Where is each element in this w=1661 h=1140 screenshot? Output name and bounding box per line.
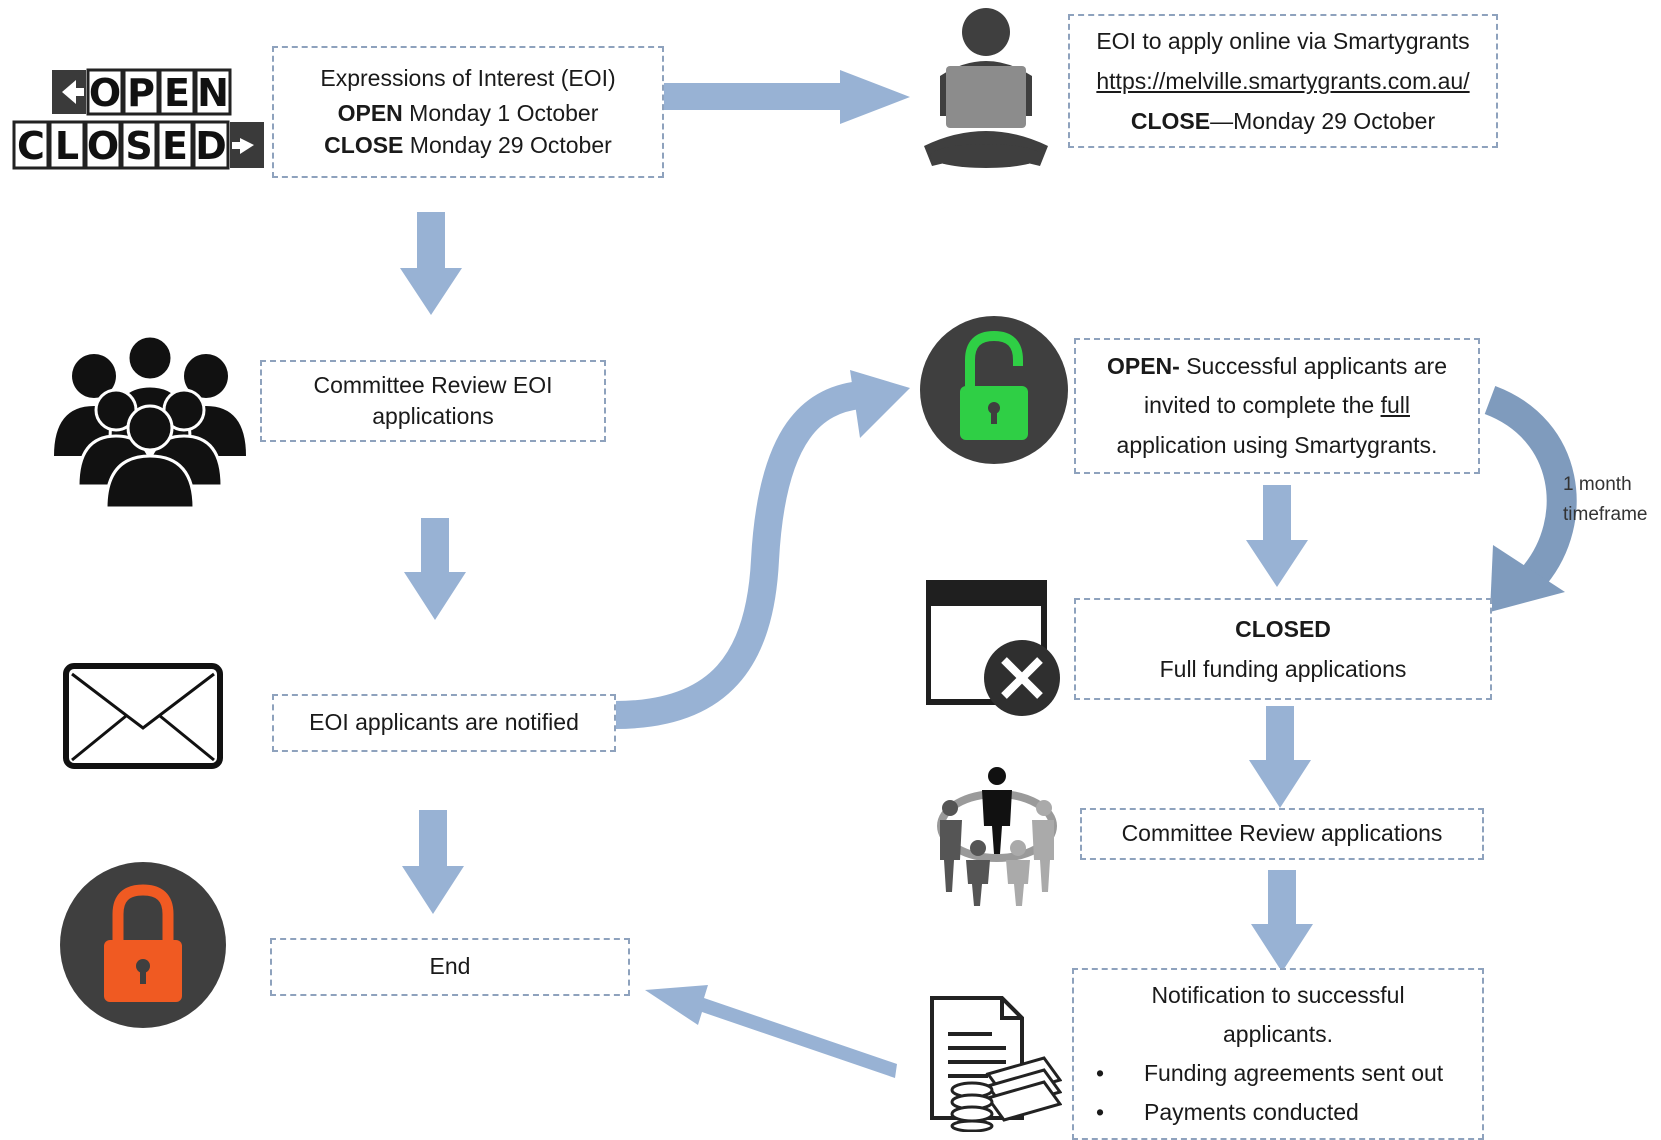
arrow-notified-to-open-head	[850, 370, 910, 438]
arrow-notified-to-open-curve	[614, 381, 862, 729]
open-full-text-b: application using Smartygrants.	[1116, 431, 1438, 458]
open-full-box: OPEN- Successful applicants are invited …	[1074, 338, 1480, 474]
timeframe-curve-arrow	[1484, 385, 1577, 585]
closed-text: Full funding applications	[1159, 656, 1407, 682]
svg-text:L: L	[55, 124, 79, 168]
smartygrants-link[interactable]: https://melville.smartygrants.com.au/	[1096, 67, 1470, 94]
timeframe-line2: timeframe	[1563, 504, 1648, 526]
end-box: End	[270, 938, 630, 996]
arrow-closed-to-committee	[1249, 706, 1311, 808]
svg-text:N: N	[197, 71, 229, 115]
timeframe-curve-head	[1490, 545, 1565, 612]
svg-text:E: E	[162, 124, 188, 168]
closed-box: CLOSED Full funding applications	[1074, 598, 1492, 700]
svg-text:P: P	[127, 71, 155, 115]
eoi-open-line: OPEN Monday 1 October	[338, 98, 599, 129]
notification-box: Notification to successful applicants. F…	[1072, 968, 1484, 1140]
online-close-line: CLOSE—Monday 29 October	[1131, 101, 1435, 141]
arrow-open-to-closed	[1246, 485, 1308, 587]
svg-text:D: D	[195, 124, 227, 168]
documents-money-icon	[930, 996, 1062, 1132]
eoi-title: Expressions of Interest (EOI)	[320, 65, 616, 92]
unlocked-padlock-icon	[920, 316, 1068, 464]
eoi-box: Expressions of Interest (EOI) OPEN Monda…	[272, 46, 664, 178]
committee-review-text: Committee Review applications	[1121, 820, 1443, 847]
laptop-user-icon	[924, 8, 1048, 168]
open-full-text-full: full	[1380, 392, 1410, 419]
locked-padlock-icon	[60, 862, 226, 1028]
group-people-icon	[54, 336, 246, 508]
svg-text:O: O	[89, 71, 121, 115]
arrow-eoi-to-committee	[400, 212, 462, 315]
notification-text: Notification to successful applicants.	[1151, 982, 1405, 1048]
end-text: End	[429, 953, 471, 980]
svg-text:E: E	[164, 71, 190, 115]
open-closed-sign-icon: O P E N C L O S E D	[12, 68, 264, 170]
timeframe-line1: 1 month	[1563, 474, 1632, 495]
online-box: EOI to apply online via Smartygrants htt…	[1068, 14, 1498, 148]
online-close-text: —Monday 29 October	[1210, 108, 1436, 135]
open-full-text-a: Successful applicants are invited to com…	[1144, 353, 1448, 419]
eoi-close-line: CLOSE Monday 29 October	[324, 130, 612, 161]
closed-window-icon	[926, 580, 1060, 716]
notification-bullets: Funding agreements sent out Payments con…	[1084, 1054, 1472, 1132]
notified-text: EOI applicants are notified	[309, 709, 579, 736]
arrow-notification-to-end	[645, 985, 897, 1078]
open-full-label: OPEN-	[1106, 353, 1180, 380]
eoi-close-label: CLOSE	[324, 131, 404, 158]
closed-title: CLOSED	[1235, 615, 1331, 642]
svg-text:S: S	[125, 124, 152, 168]
committee-eoi-box: Committee Review EOI applications	[260, 360, 606, 442]
timeframe-label: 1 month timeframe	[1563, 470, 1647, 531]
eoi-open-date: Monday 1 October	[409, 100, 599, 127]
eoi-close-date: Monday 29 October	[409, 131, 612, 158]
bullet-payments: Payments conducted	[1084, 1093, 1472, 1132]
notified-box: EOI applicants are notified	[272, 694, 616, 752]
svg-text:C: C	[17, 124, 45, 168]
committee-review-box: Committee Review applications	[1080, 808, 1484, 860]
envelope-icon	[63, 663, 223, 769]
svg-text:O: O	[87, 124, 119, 168]
committee-eoi-text: Committee Review EOI applications	[313, 371, 553, 429]
eoi-open-label: OPEN	[337, 100, 403, 127]
bullet-funding-agreements: Funding agreements sent out	[1084, 1054, 1472, 1093]
arrow-committee-to-notified	[404, 518, 466, 620]
arrow-eoi-to-online	[645, 70, 910, 124]
online-close-label: CLOSE	[1130, 108, 1211, 135]
team-circle-icon	[937, 767, 1057, 906]
open-full-text: OPEN- Successful applicants are invited …	[1098, 347, 1456, 464]
arrow-committee-to-notification	[1251, 870, 1313, 972]
arrow-notified-to-end	[402, 810, 464, 914]
online-line1: EOI to apply online via Smartygrants	[1096, 27, 1470, 54]
